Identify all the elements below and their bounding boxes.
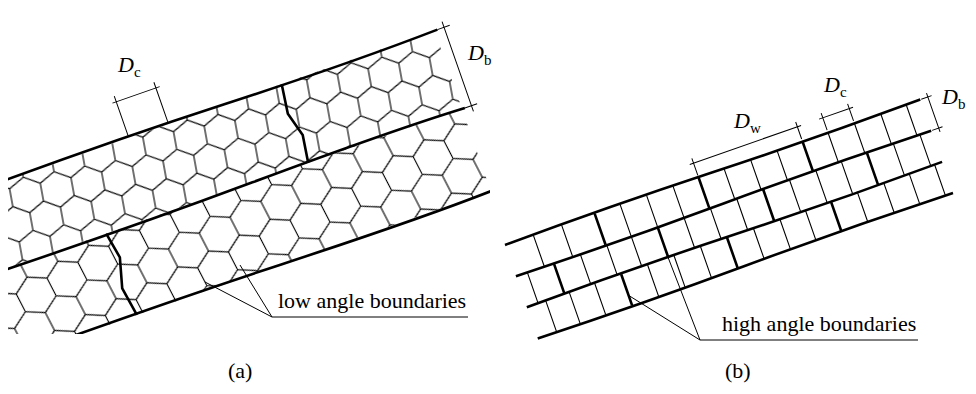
band-boundary <box>8 107 465 290</box>
dimension-line <box>435 20 479 114</box>
cross-boundary <box>278 83 312 164</box>
band-boundary <box>8 189 490 334</box>
dimension-label: Dc <box>824 72 847 101</box>
panel-label: (a) <box>228 360 252 382</box>
callout-label: low angle boundaries <box>278 290 466 312</box>
leader-line <box>628 252 918 340</box>
dimension-label: Db <box>468 40 491 69</box>
dimension-label: Dw <box>734 108 761 137</box>
dimension-line <box>920 92 944 134</box>
cell-structure-b <box>498 77 964 340</box>
cross-boundary <box>103 232 139 317</box>
band-boundary <box>8 28 438 194</box>
cell-network <box>8 109 490 334</box>
cell-structure-a <box>8 0 490 334</box>
band-boundary <box>516 130 932 277</box>
dimension-label: Dc <box>118 52 141 81</box>
leader-line <box>205 265 468 317</box>
band-boundary <box>537 192 953 339</box>
dimension-label: Db <box>942 84 965 113</box>
band-boundary <box>526 161 942 308</box>
dimension-line <box>817 103 857 132</box>
callout-label: high angle boundaries <box>722 313 916 335</box>
band-group-a <box>8 0 490 334</box>
high-angle-boundary <box>543 122 889 325</box>
dimension-line <box>110 81 171 137</box>
panel-label: (b) <box>725 360 751 382</box>
